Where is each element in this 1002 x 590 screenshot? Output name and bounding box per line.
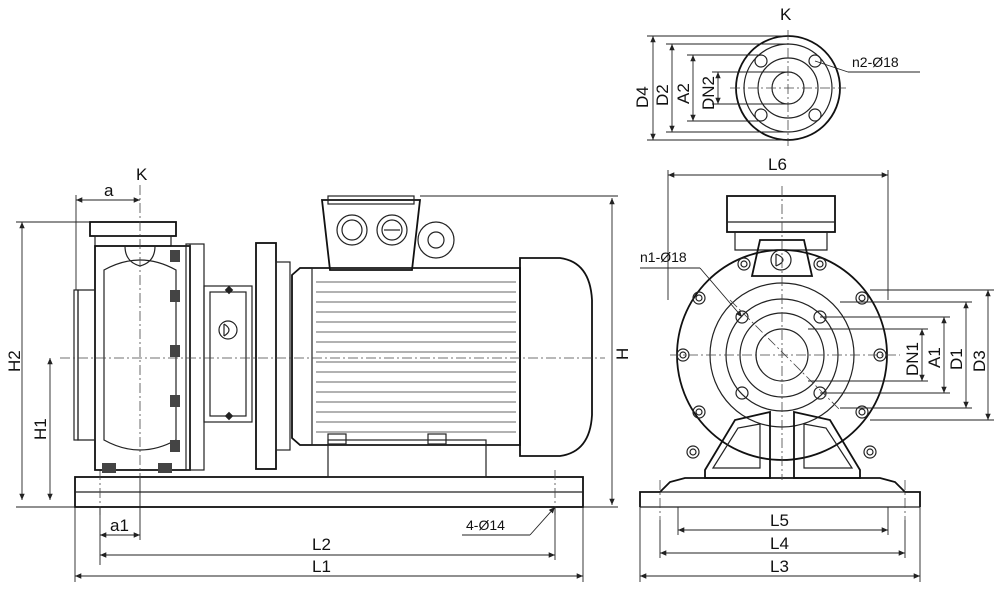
- label-d4: D4: [633, 86, 652, 108]
- label-n2: n2-Ø18: [852, 54, 899, 70]
- label-a2: A2: [674, 83, 693, 104]
- label-l3: L3: [770, 557, 789, 576]
- side-view: [60, 185, 605, 515]
- label-dn2: DN2: [699, 76, 718, 110]
- label-l2: L2: [312, 535, 331, 554]
- motor: [291, 195, 593, 478]
- label-a1-end: A1: [925, 347, 944, 368]
- end-view: [639, 186, 921, 520]
- label-k-side: K: [136, 165, 148, 184]
- label-k-top: K: [780, 5, 792, 24]
- label-h2: H2: [5, 350, 24, 372]
- label-h1: H1: [31, 418, 50, 440]
- label-d2: D2: [653, 84, 672, 106]
- label-l5: L5: [770, 511, 789, 530]
- label-bolt-holes: 4-Ø14: [466, 517, 505, 533]
- end-view-bolts: [676, 257, 887, 459]
- coupling-bracket: [203, 242, 291, 470]
- label-l1: L1: [312, 557, 331, 576]
- label-a1: a1: [110, 516, 129, 535]
- pump-casing: [73, 221, 205, 473]
- motor-fins: [316, 281, 516, 433]
- side-dimensions: [16, 195, 618, 582]
- label-l4: L4: [770, 534, 789, 553]
- label-h: H: [613, 348, 632, 360]
- label-d1: D1: [947, 348, 966, 370]
- label-a: a: [104, 181, 114, 200]
- label-n1: n1-Ø18: [640, 249, 687, 265]
- label-d3: D3: [970, 350, 989, 372]
- flange-view: [647, 30, 920, 146]
- label-l6: L6: [768, 155, 787, 174]
- end-dimensions: [639, 170, 994, 582]
- label-dn1: DN1: [903, 342, 922, 376]
